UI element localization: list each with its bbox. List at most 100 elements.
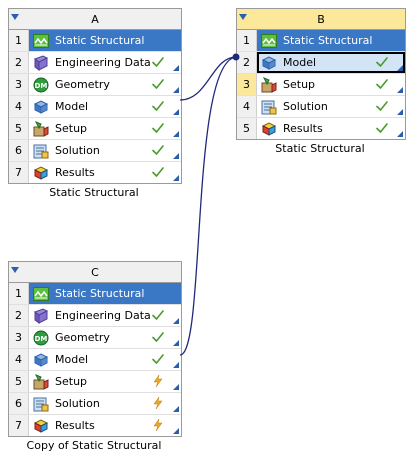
collapse-caret-icon[interactable]	[11, 267, 19, 273]
cell-body[interactable]: Solution	[29, 393, 181, 414]
context-menu-triangle-icon[interactable]	[173, 406, 179, 412]
system-a-caption[interactable]: Static Structural	[49, 186, 139, 199]
cell-body[interactable]: Static Structural	[257, 30, 405, 51]
cell-label: Model	[55, 100, 89, 113]
context-menu-triangle-icon[interactable]	[173, 87, 179, 93]
row-number: 3	[9, 327, 29, 348]
link-c-model-to-b-model[interactable]	[179, 56, 237, 356]
cell-label: Model	[55, 353, 89, 366]
context-menu-triangle-icon[interactable]	[397, 87, 403, 93]
model-icon	[33, 99, 49, 115]
row-number: 5	[237, 118, 257, 139]
context-menu-triangle-icon[interactable]	[173, 109, 179, 115]
context-menu-triangle-icon[interactable]	[173, 340, 179, 346]
cell-body[interactable]: Solution	[29, 140, 181, 161]
cell-body[interactable]: Model	[29, 96, 181, 117]
cell-body[interactable]: Solution	[257, 96, 405, 117]
cell-body[interactable]: Model	[257, 52, 405, 73]
context-menu-triangle-icon[interactable]	[173, 175, 179, 181]
context-menu-triangle-icon[interactable]	[173, 362, 179, 368]
cell-label: Geometry	[55, 331, 110, 344]
check-icon	[151, 121, 165, 135]
cell-body[interactable]: Setup	[29, 371, 181, 392]
system-c-header[interactable]: C	[9, 262, 181, 283]
cell-label: Engineering Data	[55, 309, 151, 322]
row-number: 4	[9, 96, 29, 117]
context-menu-triangle-icon[interactable]	[173, 131, 179, 137]
check-icon	[375, 99, 389, 113]
collapse-caret-icon[interactable]	[239, 14, 247, 20]
system-c-caption[interactable]: Copy of Static Structural	[26, 439, 162, 452]
system-letter: C	[91, 265, 99, 279]
setup-icon	[261, 76, 277, 93]
engineering-data-icon	[33, 307, 49, 324]
system-a-header[interactable]: A	[9, 9, 181, 30]
check-icon	[375, 55, 389, 69]
solution-icon	[33, 396, 49, 412]
cell-row-model[interactable]: 4 Model	[9, 95, 181, 117]
cell-body[interactable]: Static Structural	[29, 30, 181, 51]
context-menu-triangle-icon[interactable]	[173, 318, 179, 324]
cell-body[interactable]: Model	[29, 349, 181, 370]
cell-body[interactable]: Results	[257, 118, 405, 139]
row-number: 3	[9, 74, 29, 95]
row-number: 6	[9, 393, 29, 414]
results-icon	[261, 121, 277, 137]
context-menu-triangle-icon[interactable]	[397, 65, 403, 71]
static-structural-icon	[261, 33, 277, 49]
geometry-icon: DM	[33, 330, 49, 346]
context-menu-triangle-icon[interactable]	[173, 384, 179, 390]
cell-label: Setup	[283, 78, 316, 91]
system-b-header[interactable]: B	[237, 9, 405, 30]
cell-body[interactable]: DM Geometry	[29, 327, 181, 348]
row-number: 2	[237, 52, 257, 73]
cell-body[interactable]: Results	[29, 415, 181, 436]
cell-label: Static Structural	[55, 287, 145, 300]
context-menu-triangle-icon[interactable]	[173, 65, 179, 71]
check-icon	[151, 330, 165, 344]
cell-body[interactable]: Engineering Data	[29, 305, 181, 326]
system-b-caption[interactable]: Static Structural	[275, 142, 365, 155]
cell-body[interactable]: Static Structural	[29, 283, 181, 304]
context-menu-triangle-icon[interactable]	[397, 109, 403, 115]
context-menu-triangle-icon[interactable]	[173, 428, 179, 434]
context-menu-triangle-icon[interactable]	[397, 131, 403, 137]
cell-body[interactable]: Results	[29, 162, 181, 183]
static-structural-icon	[33, 33, 49, 49]
cell-body[interactable]: Setup	[257, 74, 405, 95]
row-number: 1	[237, 30, 257, 51]
cell-body[interactable]: Engineering Data	[29, 52, 181, 73]
cell-label: Solution	[283, 100, 328, 113]
context-menu-triangle-icon[interactable]	[173, 153, 179, 159]
solution-icon	[33, 143, 49, 159]
cell-body[interactable]: Setup	[29, 118, 181, 139]
link-a-model-to-b-model[interactable]	[179, 56, 237, 101]
svg-text:DM: DM	[35, 82, 48, 90]
check-icon	[151, 165, 165, 179]
collapse-caret-icon[interactable]	[11, 14, 19, 20]
cell-label: Setup	[55, 122, 88, 135]
